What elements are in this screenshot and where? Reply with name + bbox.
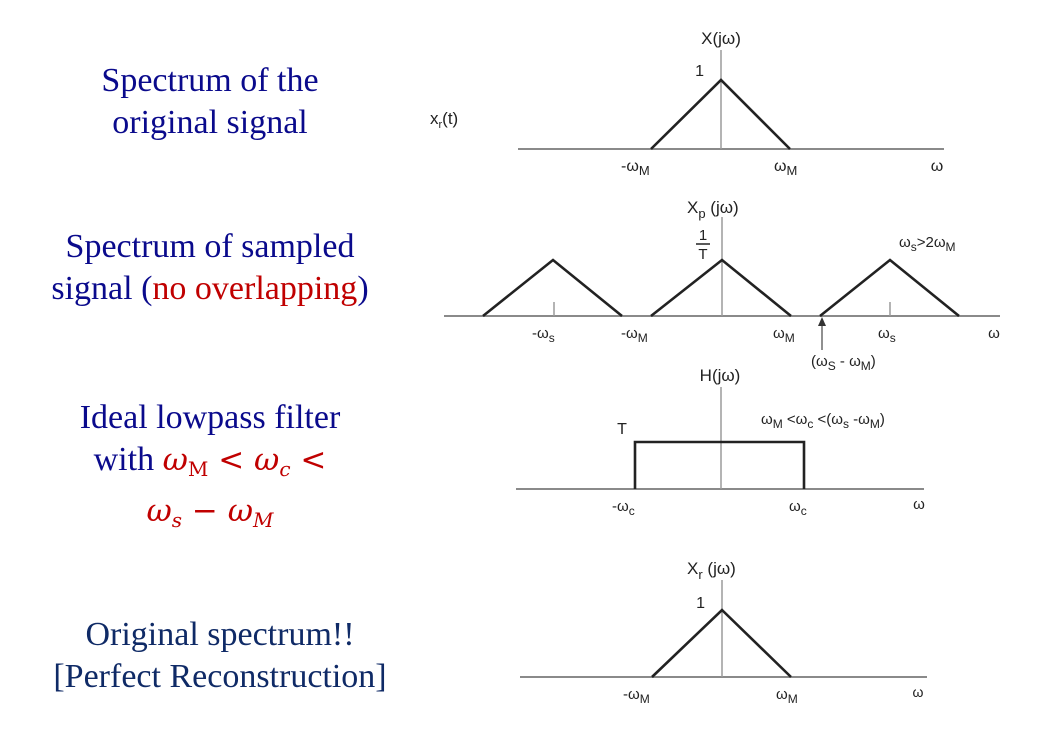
caption-original-spectrum: Spectrum of the original signal xyxy=(40,60,380,144)
plot-sampled-spectrum: Xp (jω) 1 T ωs>2ωM -ωs -ωM ωM ωs ω (ωS -… xyxy=(444,198,1000,373)
filter-axis-label: ω xyxy=(913,496,925,513)
caption-filter-line3: ωs − ωM xyxy=(10,490,410,541)
filter-gain-label: T xyxy=(617,421,627,438)
sampled-peak-denominator: T xyxy=(698,246,707,263)
original-tick-neg-omega-m: -ωM xyxy=(621,158,650,178)
reconstructed-axis-label: ω xyxy=(913,684,924,700)
caption-filter-line1: Ideal lowpass filter xyxy=(79,399,341,436)
sampled-triangle-neg-s xyxy=(482,258,623,318)
caption-sampled-prefix: signal ( xyxy=(51,270,153,307)
caption-lowpass-filter: Ideal lowpass filter with ωM < ωc < ωs −… xyxy=(10,397,410,541)
caption-reconstructed-line1: Original spectrum!! xyxy=(85,616,355,653)
sampled-tick-omega-s: ωs xyxy=(878,325,896,345)
reconstructed-tick-neg-omega-m: -ωM xyxy=(623,686,650,706)
filter-condition: ωM <ωc <(ωs -ωM) xyxy=(761,411,885,431)
sampled-axis-label: ω xyxy=(988,325,1000,342)
original-triangle xyxy=(650,78,791,150)
sampled-arrow-head-icon xyxy=(818,317,826,326)
sampled-title: Xp (jω) xyxy=(687,198,739,221)
filter-title: H(jω) xyxy=(700,366,741,385)
sampled-tick-omega-m: ωM xyxy=(773,325,795,345)
math-omega-m-2: ωM xyxy=(227,493,274,532)
caption-reconstructed: Original spectrum!! [Perfect Reconstruct… xyxy=(0,614,440,698)
filter-tick-omega-c: ωc xyxy=(789,498,807,518)
reconstructed-peak-label: 1 xyxy=(696,595,705,612)
sampled-arrow-label: (ωS - ωM) xyxy=(811,353,876,373)
caption-no-overlapping: no overlapping xyxy=(152,270,358,307)
caption-reconstructed-line2: [Perfect Reconstruction] xyxy=(53,658,387,695)
sampled-peak-numerator: 1 xyxy=(699,227,707,244)
plot-reconstructed-spectrum: Xr (jω) 1 -ωM ωM ω xyxy=(520,559,927,706)
original-title: X(jω) xyxy=(701,29,741,48)
math-less-than-2: < xyxy=(290,442,327,478)
sampled-triangle-pos-s xyxy=(819,258,960,318)
filter-tick-neg-omega-c: -ωc xyxy=(612,498,635,518)
math-minus: − xyxy=(182,493,228,529)
caption-sampled-spectrum: Spectrum of sampled signal (no overlappi… xyxy=(0,226,420,310)
math-omega-c: ωc xyxy=(254,442,291,481)
reconstructed-triangle xyxy=(651,608,792,678)
reconstructed-tick-omega-m: ωM xyxy=(776,686,798,706)
reconstructed-title: Xr (jω) xyxy=(687,559,736,582)
caption-original-line1: Spectrum of the xyxy=(101,62,319,99)
caption-original-line2: original signal xyxy=(112,104,308,141)
caption-filter-line2: with ωM < ωc < xyxy=(10,439,410,490)
math-less-than-1: < xyxy=(208,442,255,478)
caption-sampled-suffix: ) xyxy=(357,270,369,307)
filter-rectangle xyxy=(633,440,806,489)
original-axis-label: ω xyxy=(931,158,944,175)
sampled-tick-neg-omega-m: -ωM xyxy=(621,325,648,345)
sampled-triangle-center xyxy=(650,258,792,318)
caption-sampled-line2: signal (no overlapping) xyxy=(0,268,420,310)
sampled-condition: ωs>2ωM xyxy=(899,234,956,254)
sampled-tick-neg-omega-s: -ωs xyxy=(532,325,555,345)
caption-filter-with: with xyxy=(93,441,163,478)
math-omega-m: ωM xyxy=(162,442,209,481)
original-peak-label: 1 xyxy=(695,63,704,80)
plot-original-spectrum: X(jω) 1 xr(t) -ωM ωM ω xyxy=(430,29,944,178)
original-signal-label: xr(t) xyxy=(430,109,458,131)
plot-lowpass-filter: H(jω) T ωM <ωc <(ωs -ωM) -ωc ωc ω xyxy=(516,366,925,518)
math-omega-s: ωs xyxy=(146,493,183,532)
caption-sampled-line1: Spectrum of sampled xyxy=(65,228,355,265)
original-tick-omega-m: ωM xyxy=(774,158,797,178)
